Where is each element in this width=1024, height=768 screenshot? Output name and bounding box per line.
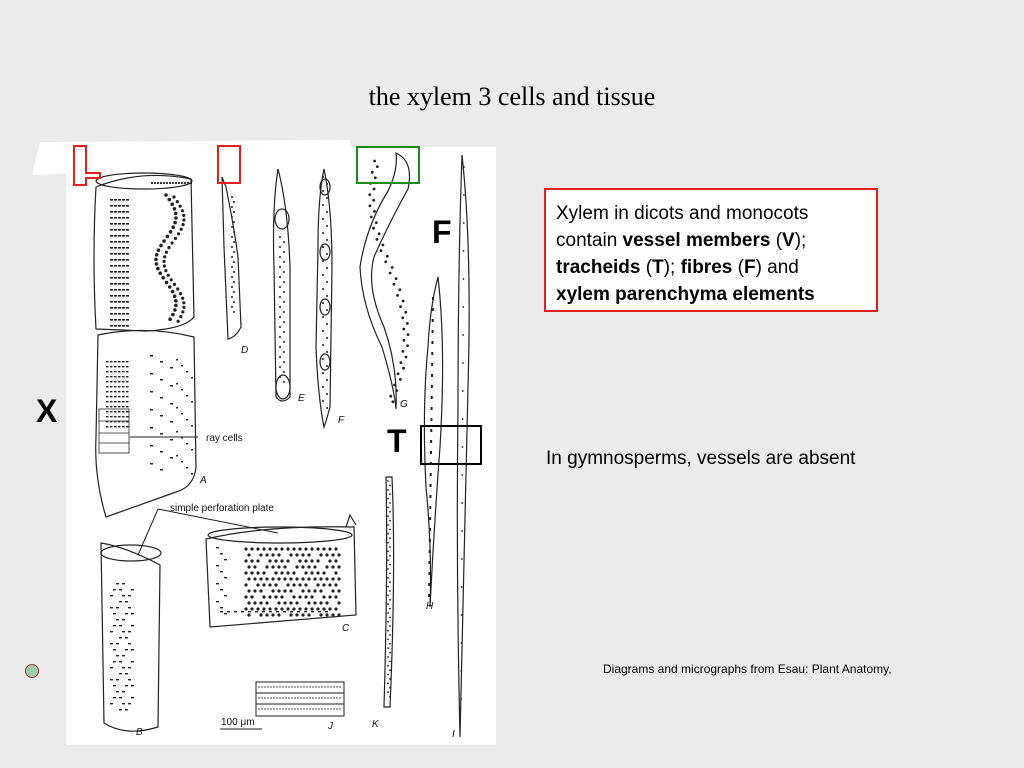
label-b: B <box>136 727 143 738</box>
vessel-element-b <box>100 542 162 732</box>
vessel-element-f <box>315 168 333 430</box>
image-credit: Diagrams and micrographs from Esau: Plan… <box>603 662 892 676</box>
tracheid-g <box>359 152 411 410</box>
label-h: H <box>426 601 434 612</box>
info-line-4: xylem parenchyma elements <box>556 284 815 305</box>
label-j: J <box>327 721 334 732</box>
fibre-i <box>456 154 470 738</box>
label-i: I <box>452 729 455 740</box>
fibre-highlight-box <box>356 146 420 184</box>
vessel-element-e <box>272 168 291 402</box>
label-k: K <box>372 719 380 730</box>
vessel-element-d <box>221 176 242 340</box>
xylem-info-box: Xylem in dicots and monocots contain ves… <box>544 188 878 312</box>
label-c: C <box>342 623 350 634</box>
vessel-highlight-box-1 <box>73 145 101 186</box>
tracheid-highlight-box <box>420 425 482 465</box>
info-line-3: tracheids (T); fibres (F) and <box>556 257 799 278</box>
slide-title: the xylem 3 cells and tissue <box>368 82 656 111</box>
label-f: F <box>338 415 345 426</box>
gymnosperm-note: In gymnosperms, vessels are absent <box>546 448 856 469</box>
perforation-plate-label: simple perforation plate <box>170 503 274 514</box>
parenchyma-block-j <box>255 681 345 717</box>
xylem-cells-figure: ray cells simple perforation plate 100 μ… <box>66 147 496 745</box>
label-a: A <box>199 475 207 486</box>
info-line-2: contain vessel members (V); <box>556 230 807 251</box>
vessel-element-c <box>205 513 357 628</box>
vessel-element-a <box>93 172 197 518</box>
info-line-1: Xylem in dicots and monocots <box>556 203 809 224</box>
vessel-highlight-box-2 <box>217 145 241 184</box>
slide-nav-bullet-icon[interactable] <box>25 664 39 678</box>
tracheid-h <box>423 276 444 608</box>
x-label: X <box>36 393 58 429</box>
ray-cells-label: ray cells <box>206 433 243 444</box>
label-d: D <box>241 345 248 356</box>
label-e: E <box>298 393 305 404</box>
label-g: G <box>400 399 408 410</box>
parenchyma-k <box>383 476 395 708</box>
t-label: T <box>387 423 407 459</box>
f-label: F <box>432 214 452 250</box>
scale-bar-label: 100 μm <box>221 717 255 728</box>
ray-cells-group <box>98 408 130 454</box>
